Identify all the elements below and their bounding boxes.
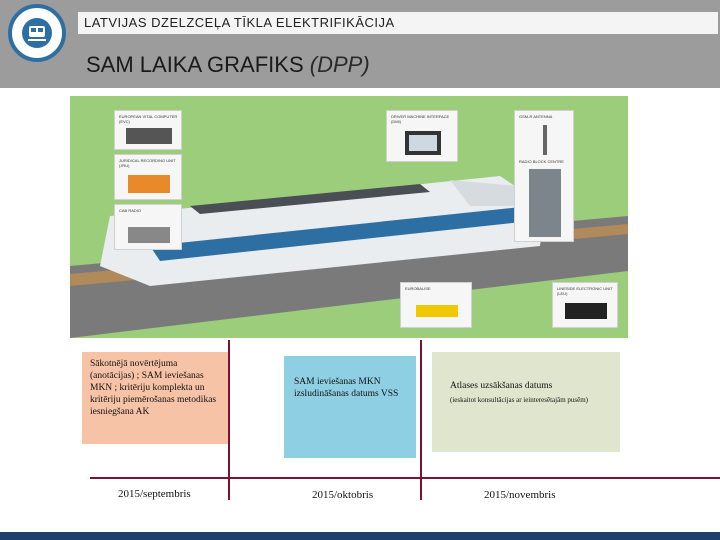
leu-icon	[565, 303, 607, 319]
display-icon	[405, 131, 441, 155]
radio-icon	[128, 227, 170, 243]
cabinet-icon	[529, 169, 561, 237]
timeline-card-1: Sākotnējā novērtējuma (anotācijas) ; SAM…	[82, 352, 228, 444]
page-title-main: SAM LAIKA GRAFIKS	[86, 52, 304, 77]
timeline-date-1: 2015/septembris	[118, 488, 191, 500]
panel-evc: European vital computer (EVC)	[114, 110, 182, 150]
footer-bar	[0, 532, 720, 540]
recorder-icon	[128, 175, 170, 193]
etcs-diagram: European vital computer (EVC) Juridical …	[70, 96, 628, 338]
panel-jru: Juridical recording unit (JRU)	[114, 154, 182, 200]
panel-label: GSM-R antenna	[519, 114, 553, 119]
timeline-card-note: (ieskaitot konsultācijas ar ieinteresēta…	[450, 396, 589, 404]
panel-eurobalise: Eurobalise	[400, 282, 472, 328]
logo	[8, 4, 66, 62]
panel-label: Eurobalise	[405, 286, 431, 291]
page-title-suffix: (DPP)	[309, 52, 370, 77]
panel-label: Driver machine interface (DMI)	[391, 114, 450, 124]
timeline-marker	[228, 340, 230, 500]
panel-label: Radio block centre	[519, 159, 564, 164]
timeline-card-text: Atlases uzsākšanas datums	[450, 381, 553, 391]
timeline-card-3: Atlases uzsākšanas datums (ieskaitot kon…	[432, 352, 620, 452]
title-bar	[78, 12, 718, 34]
panel-label: Cab radio	[119, 208, 142, 213]
panel-label: Juridical recording unit (JRU)	[119, 158, 176, 168]
panel-cab-radio: Cab radio	[114, 204, 182, 250]
balise-icon	[416, 305, 458, 317]
timeline-card-text: Sākotnējā novērtējuma (anotācijas) ; SAM…	[90, 359, 217, 417]
page-title: SAM LAIKA GRAFIKS (DPP)	[86, 52, 370, 78]
timeline-marker	[420, 340, 422, 500]
panel-leu: Lineside electronic unit (LEU)	[552, 282, 618, 328]
timeline-date-3: 2015/novembris	[484, 489, 556, 501]
timeline-card-2: SAM ieviešanas MKN izsludināšanas datums…	[284, 356, 416, 458]
panel-gsmr: GSM-R antenna Radio block centre	[514, 110, 574, 242]
timeline-card-text: SAM ieviešanas MKN izsludināšanas datums…	[294, 377, 399, 399]
timeline-date-2: 2015/oktobris	[312, 489, 374, 501]
antenna-icon	[543, 125, 547, 155]
timeline-axis	[90, 477, 720, 479]
panel-label: Lineside electronic unit (LEU)	[557, 286, 613, 296]
train-icon	[22, 18, 52, 48]
panel-label: European vital computer (EVC)	[119, 114, 178, 124]
computer-box-icon	[126, 128, 172, 144]
panel-dmi: Driver machine interface (DMI)	[386, 110, 458, 162]
brand-title: LATVIJAS DZELZCEĻA TĪKLA ELEKTRIFIKĀCIJA	[84, 15, 395, 30]
